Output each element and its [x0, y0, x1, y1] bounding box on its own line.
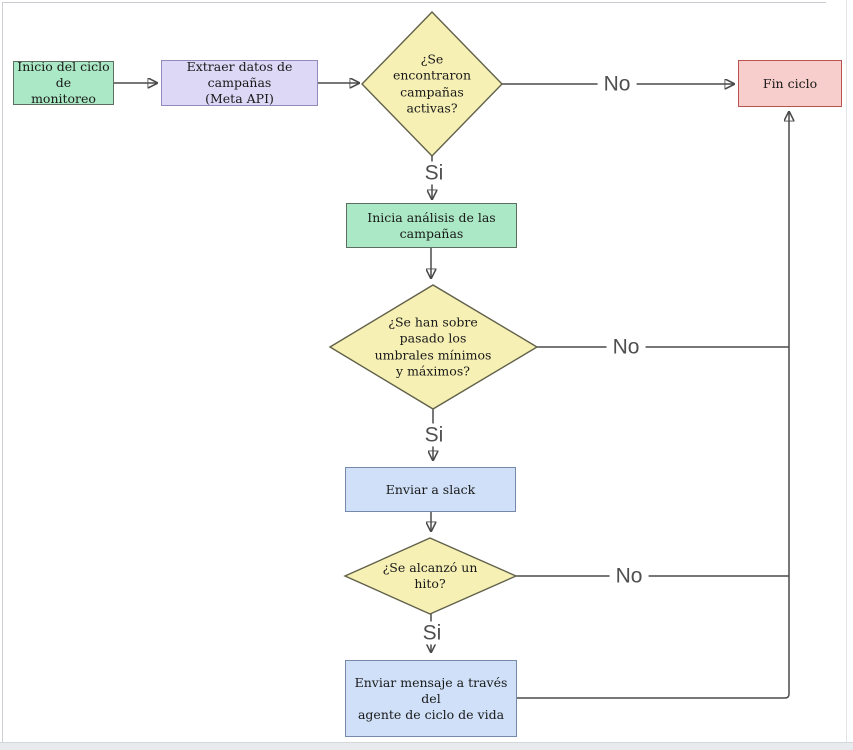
node-send-to-slack-label: Enviar a slack: [385, 481, 476, 497]
node-extract-campaign-data[interactable]: Extraer datos de campañas (Meta API): [161, 59, 318, 106]
canvas-border-right: [846, 0, 847, 743]
node-send-to-slack[interactable]: Enviar a slack: [345, 467, 516, 512]
canvas-bottom-strip: [0, 742, 853, 750]
decision-milestone-label: ¿Se alcanzó un hito?: [382, 559, 478, 591]
node-end-cycle[interactable]: Fin ciclo: [738, 60, 842, 107]
canvas-border-top: [2, 2, 826, 3]
node-start-analysis[interactable]: Inicia análisis de las campañas: [346, 203, 517, 248]
decision-campaigns-label: ¿Se encontraron campañas activas?: [392, 51, 472, 116]
node-end-cycle-label: Fin ciclo: [762, 75, 818, 91]
decision-campaigns-shape[interactable]: [361, 10, 503, 158]
decision-thresholds-shape[interactable]: [328, 284, 539, 410]
edge-label-no-thresholds[interactable]: No: [606, 335, 646, 359]
node-start-cycle[interactable]: Inicio del ciclo de monitoreo: [13, 59, 114, 106]
edge-label-si-campaigns[interactable]: Si: [418, 161, 450, 185]
decision-thresholds-label: ¿Se han sobre pasado los umbrales mínimo…: [374, 314, 492, 379]
node-send-lifecycle-message-label: Enviar mensaje a través del agente de ci…: [354, 674, 508, 722]
decision-milestone-shape[interactable]: [343, 537, 518, 615]
edge-label-si-milestone[interactable]: Si: [416, 621, 448, 645]
node-send-lifecycle-message[interactable]: Enviar mensaje a través del agente de ci…: [345, 660, 517, 737]
edge-message-to-fin[interactable]: [517, 112, 789, 699]
edge-label-no-milestone[interactable]: No: [609, 564, 649, 588]
node-extract-campaign-data-label: Extraer datos de campañas (Meta API): [186, 59, 293, 106]
node-start-cycle-label: Inicio del ciclo de monitoreo: [17, 59, 110, 106]
edge-label-si-thresholds[interactable]: Si: [418, 423, 450, 447]
edge-label-no-campaigns[interactable]: No: [597, 72, 637, 96]
canvas-border-left: [2, 2, 3, 743]
node-start-analysis-label: Inicia análisis de las campañas: [367, 209, 496, 241]
